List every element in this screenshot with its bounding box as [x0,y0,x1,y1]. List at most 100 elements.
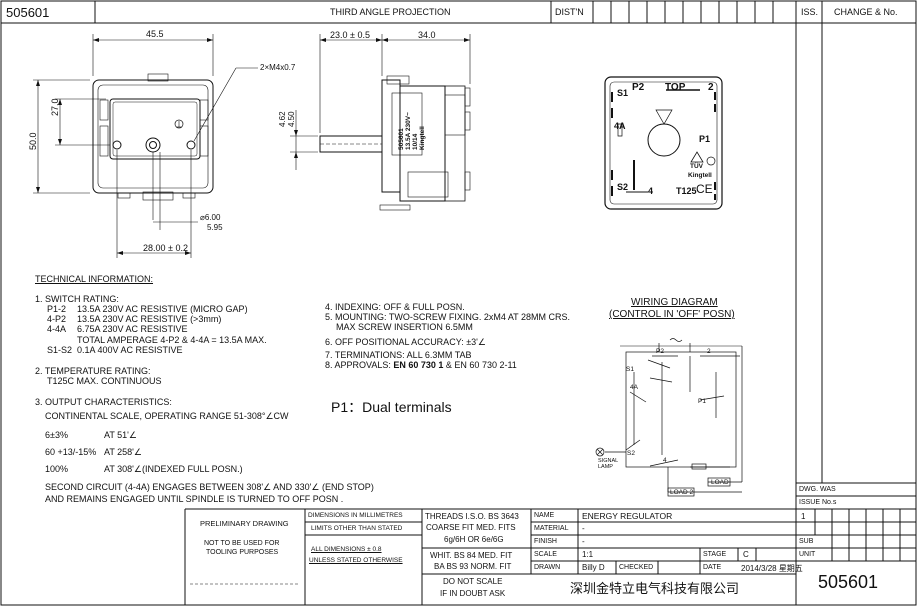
wiring-title: WIRING DIAGRAM [631,297,718,308]
range2-val: AT 258'∠ [104,447,142,457]
date-value: 2014/3/28 星期五 [741,564,803,573]
do-not-scale-2: IF IN DOUBT ASK [440,589,506,598]
distribution-label: DIST'N [555,7,584,17]
dim-side-c2: 4.50 [287,111,296,127]
range2-key: 60 +13/-15% [45,447,97,457]
company-name: 深圳金特立电气科技有限公司 [570,582,740,597]
p1-dual-terminals-note: P1：Dual terminals [331,399,452,415]
dim-height-inner: 27.0 [50,98,60,116]
temp-val: T125C MAX. CONTINUOUS [47,376,162,386]
approvals-prefix: 8. APPROVALS: [325,360,394,370]
sw-total: TOTAL AMPERAGE 4-P2 & 4-4A = 13.5A MAX. [77,335,267,345]
face-p2: P2 [632,82,645,93]
dim-shaft-inner: 5.95 [207,223,223,232]
wiring-load: LOAD [711,479,729,486]
issue-value: 1 [801,512,806,521]
face-body [604,76,723,210]
wiring-4: 4 [663,457,667,464]
drawing-number-header: 505601 [6,5,50,20]
face-4: 4 [648,186,654,196]
drawing-number-footer: 505601 [818,572,879,592]
wiring-s2: S2 [627,450,635,457]
dwg-was: DWG. WAS [799,486,836,493]
wiring-p1: P1 [698,398,706,405]
note-mounting-2: MAX SCREW INSERTION 6.5MM [336,322,473,332]
temp-title: 2. TEMPERATURE RATING: [35,366,151,376]
scale-value: 1:1 [582,550,594,559]
not-for-tooling-1: NOT TO BE USED FOR [204,540,280,547]
face-s1: S1 [617,88,629,98]
coarse-fit-note: COARSE FIT MED. FITS [426,523,516,532]
dim-screw: 2×M4x0.7 [260,63,296,72]
issue-nos: ISSUE No.s [799,499,837,506]
wiring-p2: P2 [656,348,664,355]
tech-title: TECHNICAL INFORMATION: [35,274,154,284]
whit-note: WHIT. BS 84 MED. FIT [430,551,513,560]
all-dims-tolerance: ALL DIMENSIONS ± 0.8 [311,546,382,553]
sw1-key: P1-2 [47,304,67,314]
sw1-val: 13.5A 230V AC RESISTIVE (MICRO GAP) [77,304,248,314]
drawn-key: DRAWN [534,564,561,571]
material-key: MATERIAL [534,525,569,532]
face-tuv: TÜV [690,163,703,170]
name-value: ENERGY REGULATOR [582,511,673,521]
material-value: - [582,524,585,533]
note-terminations: 7. TERMINATIONS: ALL 6.3MM TAB [325,350,472,360]
sw2-key: 4-P2 [47,314,67,324]
product-label-line3: 10/14 [412,133,419,150]
dim-width: 45.5 [146,29,164,39]
face-4a: 4A [614,121,626,131]
note-indexing: 4. INDEXING: OFF & FULL POSN. [325,302,465,312]
range3-key: 100% [45,464,69,474]
wiring-signal-lamp: SIGNAL LAMP [598,458,618,470]
face-top: TOP [665,82,686,93]
product-label-line2: 13.5A 230V~ [405,112,412,150]
sw3-val: 6.75A 230V AC RESISTIVE [77,324,188,334]
sw4-key: S1-S2 [47,345,73,355]
dim-shaft-outer-val: 6.00 [204,213,221,222]
sw3-key: 4-4A [47,324,67,334]
output-scale: CONTINENTAL SCALE, OPERATING RANGE 51-30… [45,411,289,421]
stage-key: STAGE [703,551,727,558]
checked-key: CHECKED [619,564,654,571]
preliminary-drawing: PRELIMINARY DRAWING [200,519,289,528]
switch-rating-title: 1. SWITCH RATING: [35,294,119,304]
product-label-line1: 505601 [398,128,405,150]
product-label-line4: Kingtell [419,126,426,150]
wiring-lamp-line2: LAMP [598,464,613,470]
range3-val: AT 308'∠(INDEXED FULL POSN.) [104,464,243,474]
wiring-lamp-line1: SIGNAL [598,458,619,464]
product-label: 505601 13.5A 230V~ 10/14 Kingtell [398,112,426,150]
face-ce-mark: CE [696,182,713,196]
unit-label: UNIT [799,551,816,558]
unless-stated: UNLESS STATED OTHERWISE [309,557,403,564]
fits-note: 6g/6H OR 6e/6G [444,535,504,544]
dim-shaft-outer: ⌀6.00 [200,213,221,222]
face-t125: T125 [676,186,697,196]
sub-label: SUB [799,538,814,545]
face-2: 2 [708,82,714,93]
wiring-load2: LOAD 2 [670,489,694,496]
not-for-tooling-2: TOOLING PURPOSES [206,549,279,556]
note-mounting-1: 5. MOUNTING: TWO-SCREW FIXING. 2xM4 AT 2… [325,312,571,322]
change-label: CHANGE & No. [834,7,898,17]
limits-note: LIMITS OTHER THAN STATED [311,525,403,532]
face-p1: P1 [699,134,711,144]
range1-key: 6±3% [45,430,68,440]
dim-spacing: 28.00 ± 0.2 [143,243,188,253]
sw2-val: 13.5A 230V AC RESISTIVE (>3mm) [77,314,222,324]
note-accuracy: 6. OFF POSITIONAL ACCURACY: ±3'∠ [325,337,486,347]
wiring-s1: S1 [626,366,634,373]
second-circuit-1: SECOND CIRCUIT (4-4A) ENGAGES BETWEEN 30… [45,482,374,492]
finish-value: - [582,537,585,546]
dims-in-mm: DIMENSIONS IN MILLIMETRES [308,512,403,519]
date-key: DATE [703,564,722,571]
name-key: NAME [534,512,555,519]
issue-label: ISS. [801,7,819,17]
threads-note: THREADS I.S.O. BS 3643 [425,512,519,521]
face-s2: S2 [617,182,629,192]
dim-height: 50.0 [28,132,38,150]
face-brand: Kingtell [688,172,712,179]
